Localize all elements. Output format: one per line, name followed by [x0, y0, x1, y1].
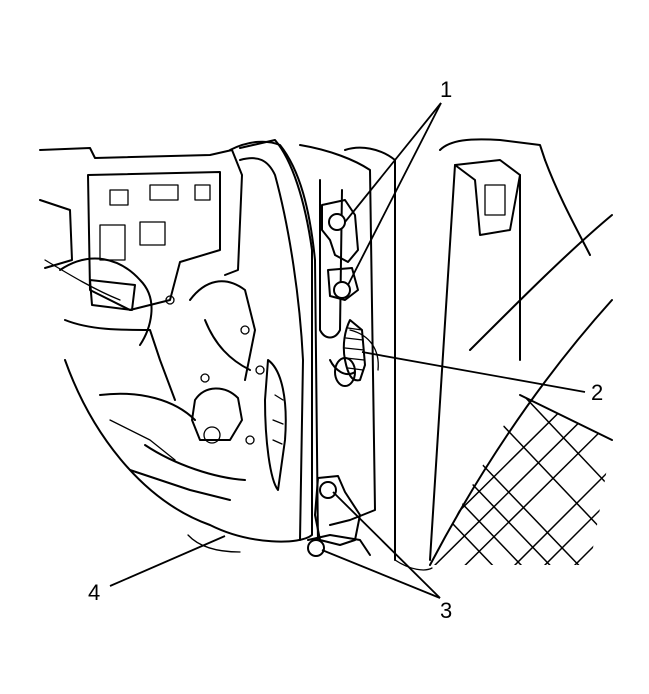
floor-mat-grid	[430, 395, 612, 565]
bolt-icon	[319, 481, 337, 499]
body-right-side	[394, 138, 613, 571]
callout-1: 1	[440, 77, 452, 102]
bolt-icon	[307, 539, 325, 557]
door-outer-panel	[64, 139, 319, 553]
bolt-icon	[328, 213, 346, 231]
callout-2: 2	[591, 380, 603, 405]
grommet-icon	[334, 319, 366, 387]
callout-leaders	[109, 102, 586, 599]
body-pillar	[299, 144, 396, 561]
callout-4: 4	[88, 580, 100, 605]
door-edge-latch-plate	[264, 359, 287, 491]
bolt-icon	[333, 281, 351, 299]
door-inner-module	[39, 147, 265, 501]
callout-3: 3	[440, 598, 452, 623]
lower-hinge-bracket	[307, 475, 361, 557]
upper-hinge-bracket	[321, 199, 359, 301]
